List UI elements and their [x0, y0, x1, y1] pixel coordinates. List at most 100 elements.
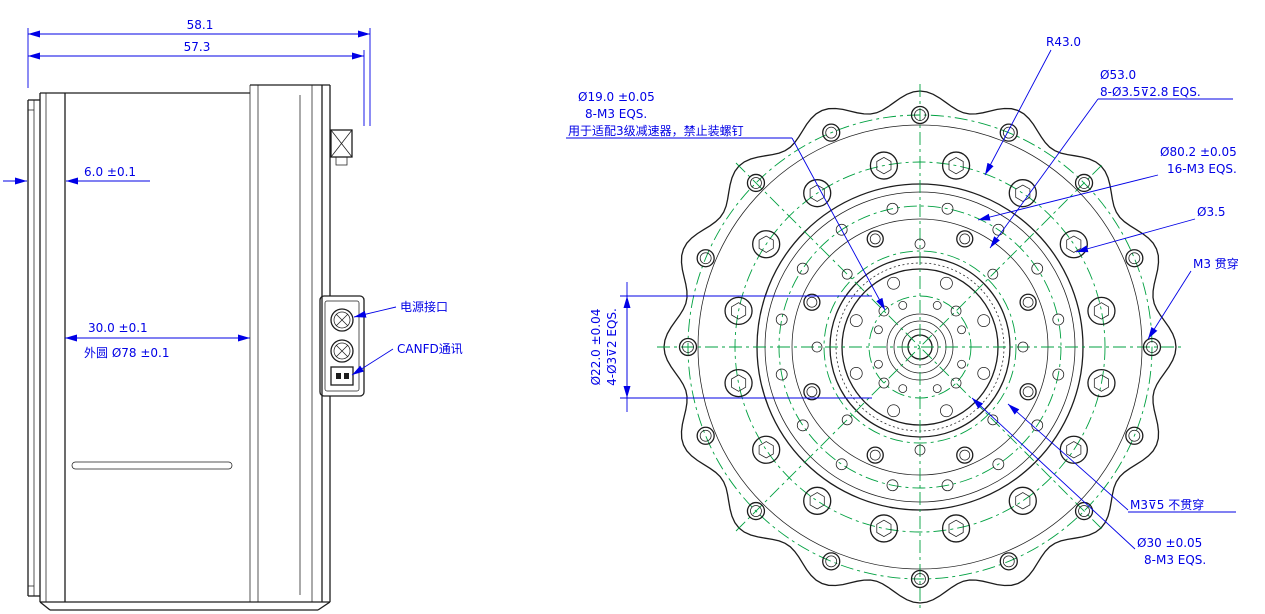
m3-hole [775, 368, 788, 381]
line-art [336, 373, 341, 379]
line-art [984, 49, 1052, 176]
line-art [330, 339, 354, 363]
lobe-hole [1128, 252, 1141, 265]
m3-hole [796, 419, 809, 432]
lobe-hole [1125, 249, 1144, 268]
line-art [330, 129, 353, 158]
hex-screw [1059, 230, 1088, 259]
counterbore-hole [1019, 383, 1037, 401]
m3-blind-hole [841, 414, 853, 426]
m3-hole [1031, 262, 1044, 275]
m3-hole [886, 202, 899, 215]
hex-screw [1087, 296, 1116, 326]
dim-r43: R43.0 [1046, 35, 1081, 49]
hex-socket [1015, 492, 1031, 510]
lobe-hole [999, 552, 1018, 571]
counterbore-hole [959, 233, 971, 245]
hex-screw [1008, 486, 1037, 515]
hex-screw [941, 514, 971, 543]
centerline-diag [735, 162, 1105, 532]
counterbore-hole [959, 449, 971, 461]
m3-hole [835, 223, 848, 236]
counterbore-hole [956, 230, 974, 248]
line-art [335, 156, 348, 166]
d22-hole [950, 305, 962, 317]
hex-screw [869, 151, 899, 180]
hex-socket [1093, 374, 1109, 392]
d30-hole [887, 276, 900, 290]
counterbore-hole [803, 383, 821, 401]
hex-socket [1066, 441, 1082, 459]
dim-m3-through: M3 贯穿 [1193, 256, 1239, 271]
counterbore-hole [1022, 386, 1034, 398]
dim-d80: Ø80.2 ±0.05 [1160, 145, 1237, 159]
right-view-dimensions: R43.0 Ø53.0 8-Ø3.5⊽2.8 EQS. Ø19.0 ±0.05 … [566, 35, 1239, 567]
line-art [335, 313, 349, 327]
hex-screw [803, 486, 832, 515]
dim-outer-circle: 外圆 Ø78 ±0.1 [84, 346, 169, 360]
dim-d35: Ø3.5 [1197, 205, 1226, 219]
d30-hole [940, 276, 953, 290]
lobe-hole [678, 337, 698, 357]
dim-body-depth: 30.0 ±0.1 [88, 321, 148, 335]
dim-d30-holes: 8-M3 EQS. [1144, 553, 1206, 567]
d19-hole [932, 384, 942, 393]
lobe-hole [822, 552, 841, 571]
lobe-hole [822, 123, 841, 142]
canfd-connector [330, 366, 354, 386]
counterbore-hole [866, 230, 884, 248]
line-art [971, 397, 1136, 550]
line-art [333, 311, 351, 329]
m3-hole [1052, 368, 1065, 381]
line-art [319, 295, 365, 397]
counterbore-hole [803, 293, 821, 311]
hex-screw [941, 151, 971, 180]
line-art [977, 174, 1159, 221]
dim-d19-holes: 8-M3 EQS. [585, 107, 647, 121]
label-power-port: 电源接口 [400, 299, 448, 314]
m3-blind-hole [914, 444, 926, 456]
lobe-hole [999, 123, 1018, 142]
line-art [330, 366, 354, 386]
dim-m3-blind: M3⊽5 不贯穿 [1130, 497, 1204, 512]
hex-socket [1015, 184, 1031, 202]
centerline-diag [735, 162, 1105, 532]
d30-hole [940, 404, 953, 418]
line-art [333, 342, 351, 360]
counterbore-hole [806, 296, 818, 308]
dim-d80-holes: 16-M3 EQS. [1167, 162, 1237, 176]
front-view-geometry [657, 84, 1183, 610]
d19-hole [898, 384, 908, 393]
line-art [39, 601, 51, 611]
line-art [324, 300, 360, 392]
hex-socket [731, 374, 747, 392]
power-connector [330, 308, 354, 363]
d19-hole [898, 301, 908, 310]
line-art [330, 308, 354, 332]
lobe-hole [910, 569, 930, 589]
label-canfd-port: CANFD通讯 [397, 342, 463, 356]
m3-hole [775, 313, 788, 326]
m3-hole [992, 458, 1005, 471]
aux-connector [330, 129, 353, 166]
hex-socket [876, 519, 892, 538]
hex-socket [948, 156, 964, 175]
dim-d19-note: 用于适配3级减速器，禁止装螺钉 [568, 124, 744, 138]
m3-hole [941, 202, 954, 215]
lobe-hole [696, 249, 715, 268]
hex-screw [1008, 179, 1037, 208]
hex-screw [803, 179, 832, 208]
m3-hole [886, 479, 899, 492]
hex-screw [869, 514, 899, 543]
lobe-hole [910, 105, 930, 125]
hex-socket [758, 441, 774, 459]
dim-d30: Ø30 ±0.05 [1137, 536, 1202, 550]
d30-hole [977, 367, 991, 380]
hex-socket [1066, 235, 1082, 253]
hex-socket [948, 519, 964, 538]
lobe-hole [1125, 426, 1144, 445]
d19-hole [874, 359, 883, 369]
side-slot [71, 461, 233, 470]
